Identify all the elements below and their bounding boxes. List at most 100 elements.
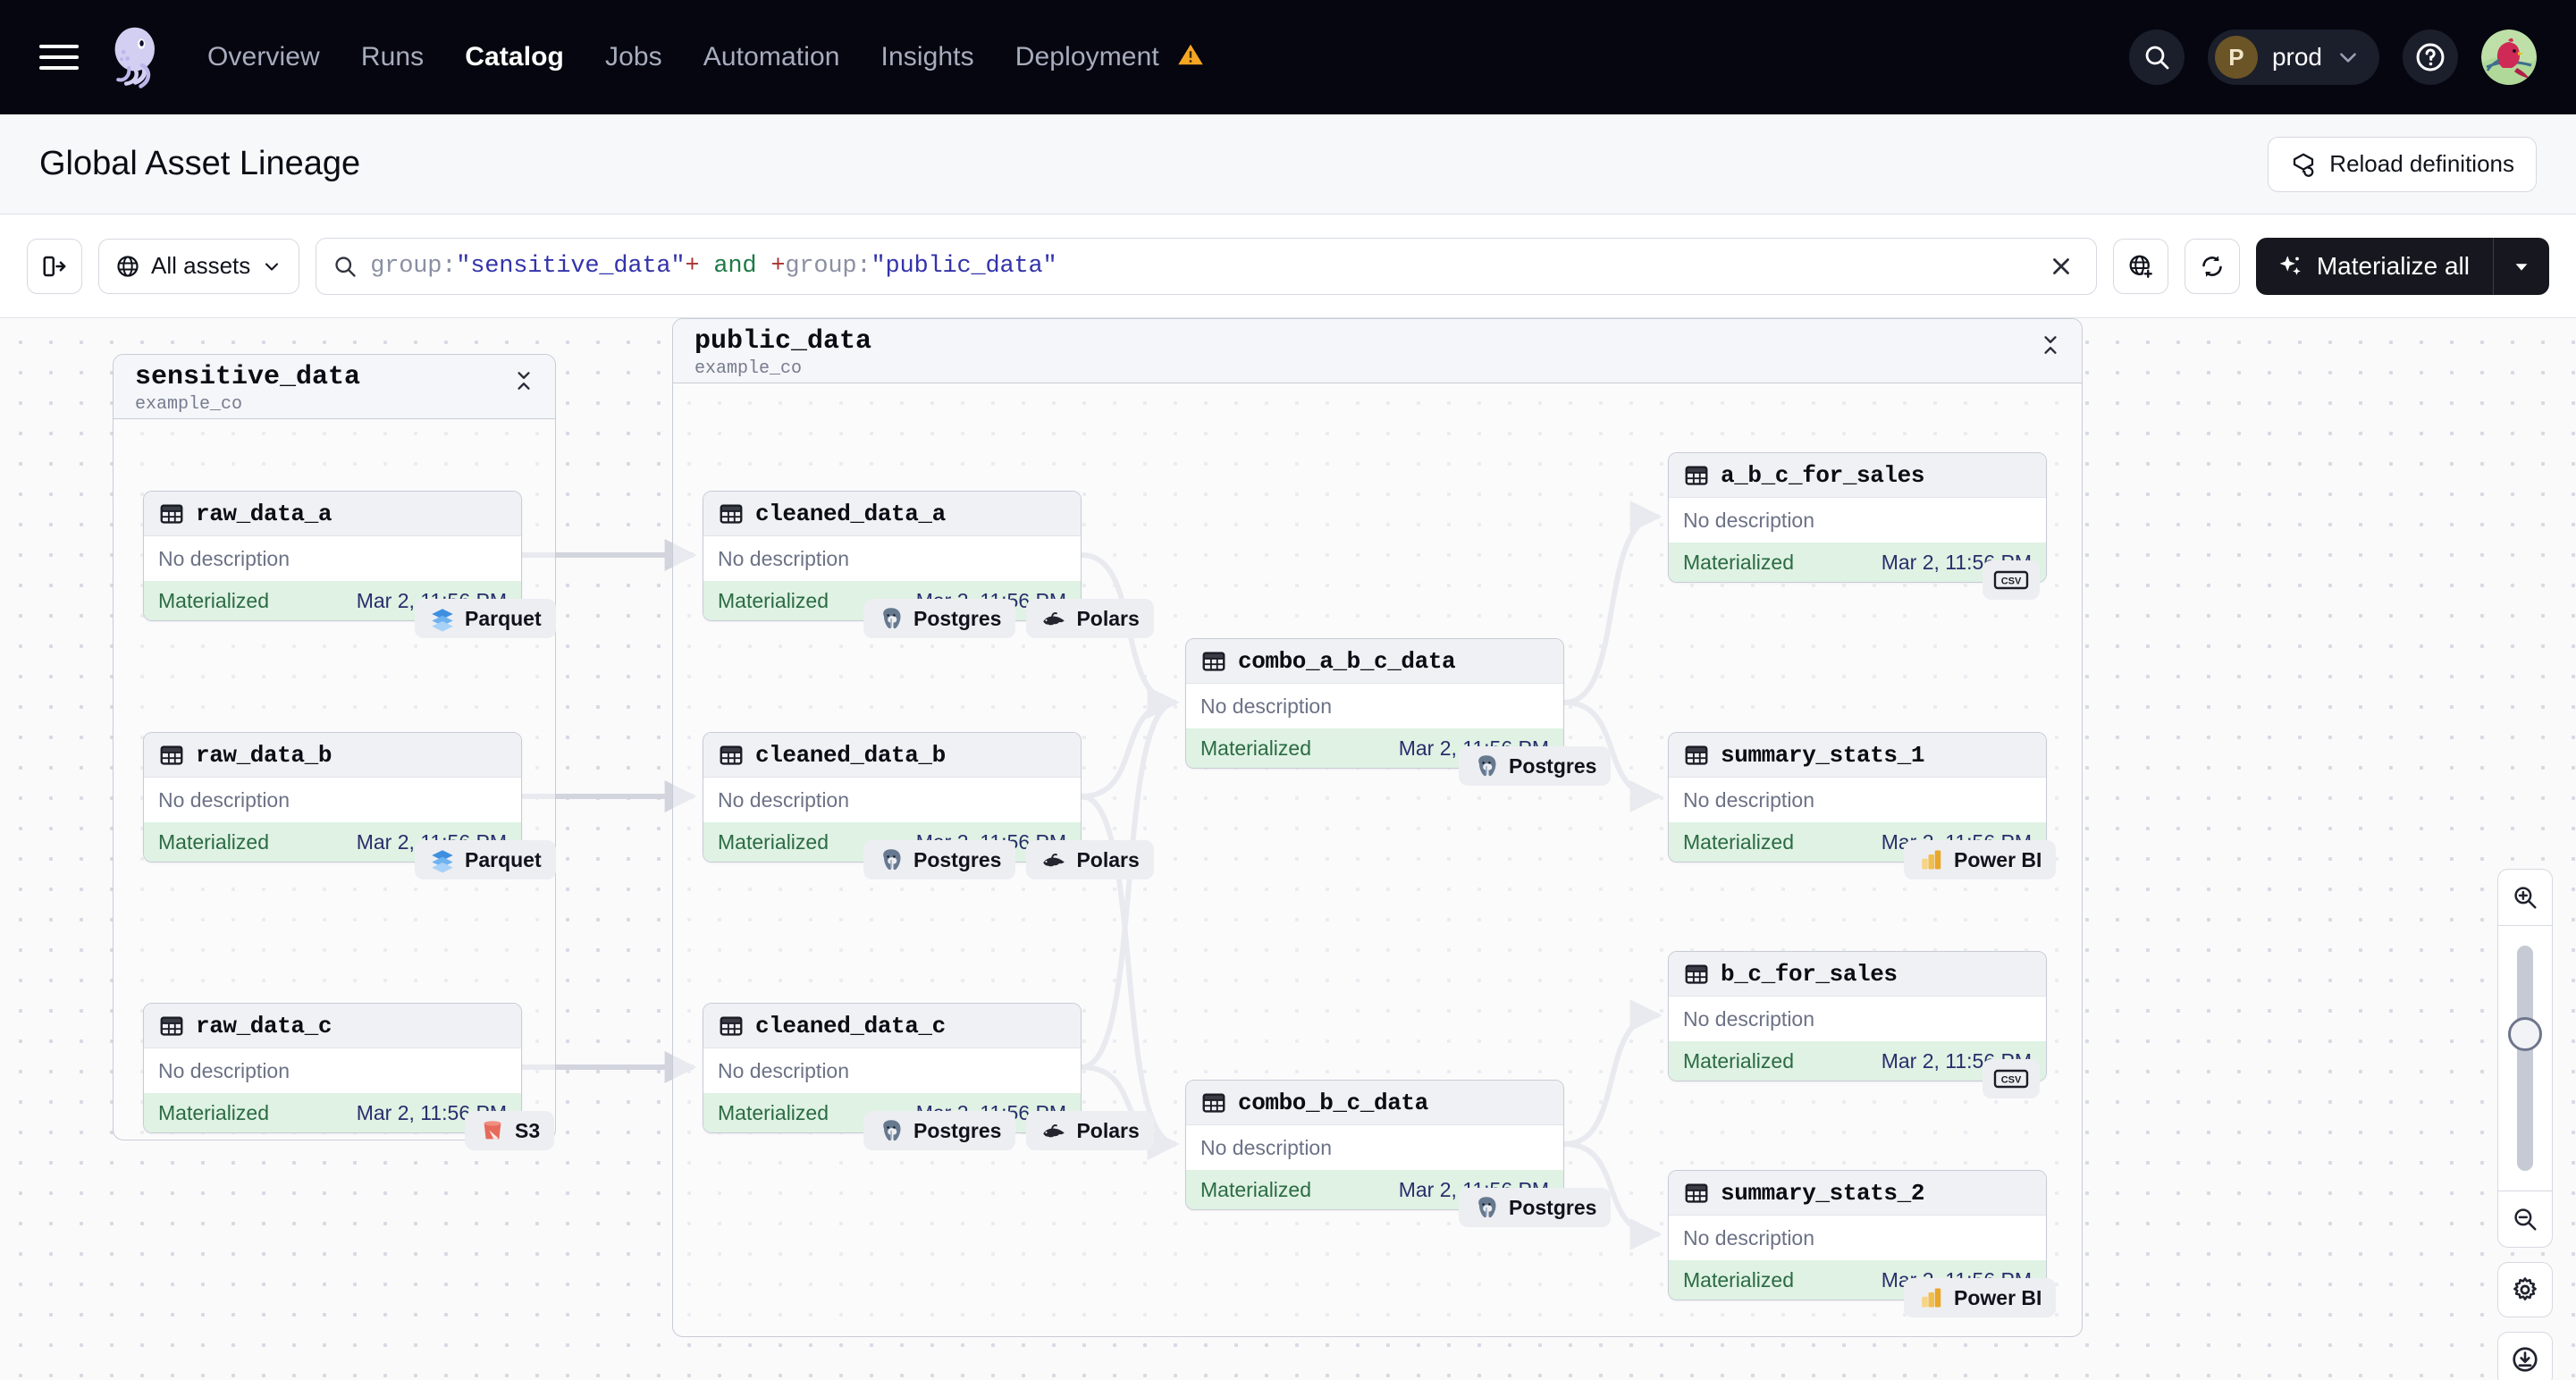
reload-definitions-button[interactable]: Reload definitions bbox=[2268, 136, 2537, 192]
add-global-filter-button[interactable] bbox=[2112, 238, 2168, 294]
asset-tag-power-bi[interactable]: Power BI bbox=[1904, 1278, 2057, 1317]
table-icon bbox=[1685, 1182, 1708, 1203]
chevron-down-icon bbox=[2340, 53, 2356, 63]
asset-tag-label: Parquet bbox=[465, 606, 542, 630]
dagster-octopus-logo[interactable] bbox=[104, 24, 170, 90]
warning-triangle-icon bbox=[1178, 44, 1203, 65]
asset-tag-postgres[interactable]: Postgres bbox=[1459, 1188, 1612, 1227]
asset-node-status-label: Materialized bbox=[158, 829, 269, 854]
asset-node-header: cleaned_data_c bbox=[703, 1004, 1081, 1048]
search-button[interactable] bbox=[2128, 29, 2185, 85]
asset-tag-label: Parquet bbox=[465, 847, 542, 871]
zoom-slider-thumb[interactable] bbox=[2508, 1017, 2542, 1051]
table-icon bbox=[1685, 963, 1708, 984]
collapse-group-button[interactable] bbox=[512, 364, 535, 397]
asset-tag-label: S3 bbox=[515, 1118, 541, 1142]
parquet-icon bbox=[432, 850, 453, 873]
nav-link-runs[interactable]: Runs bbox=[360, 42, 425, 72]
asset-node-tag-row: S3 bbox=[465, 1111, 555, 1150]
asset-node-tag-row: Parquet bbox=[415, 840, 556, 879]
asset-tag-polars[interactable]: Polars bbox=[1026, 840, 1154, 879]
zoom-out-button[interactable] bbox=[2498, 1191, 2552, 1247]
asset-node-status-label: Materialized bbox=[718, 1100, 829, 1124]
asset-node-header: combo_a_b_c_data bbox=[1186, 639, 1563, 684]
asset-node-name: cleaned_data_b bbox=[755, 741, 946, 769]
help-button[interactable] bbox=[2403, 29, 2458, 85]
user-avatar[interactable] bbox=[2481, 29, 2537, 85]
nav-link-deployment[interactable]: Deployment bbox=[1015, 42, 1205, 72]
asset-query-search-input[interactable]: group:"sensitive_data"+ and +group:"publ… bbox=[316, 237, 2097, 295]
deployment-switcher[interactable]: P prod bbox=[2207, 29, 2379, 85]
materialize-all-button[interactable]: Materialize all bbox=[2255, 237, 2549, 295]
csv-icon: CSV bbox=[1993, 570, 2029, 590]
materialize-options-button[interactable] bbox=[2494, 238, 2549, 295]
table-icon bbox=[1685, 745, 1708, 765]
graph-settings-button[interactable] bbox=[2497, 1262, 2553, 1317]
asset-node-name: combo_a_b_c_data bbox=[1238, 647, 1456, 675]
hamburger-menu-icon[interactable] bbox=[39, 38, 79, 77]
expand-left-panel-button[interactable] bbox=[27, 238, 82, 294]
asset-node-tag-row: Power BI bbox=[1904, 840, 2057, 879]
zoom-slider[interactable] bbox=[2498, 926, 2552, 1191]
clear-query-button[interactable] bbox=[2041, 253, 2082, 280]
asset-node-name: cleaned_data_c bbox=[755, 1012, 946, 1039]
nav-link-automation[interactable]: Automation bbox=[703, 42, 840, 72]
zoom-in-button[interactable] bbox=[2498, 870, 2552, 925]
asset-node-status-label: Materialized bbox=[1683, 829, 1794, 854]
caret-down-icon bbox=[2515, 263, 2528, 271]
nav-link-insights[interactable]: Insights bbox=[880, 42, 974, 72]
asset-tag-label: Postgres bbox=[913, 1118, 1002, 1142]
nav-link-overview[interactable]: Overview bbox=[207, 42, 320, 72]
asset-tag-power-bi[interactable]: Power BI bbox=[1904, 840, 2057, 879]
asset-node-header: cleaned_data_a bbox=[703, 492, 1081, 536]
asset-tag-s3[interactable]: S3 bbox=[465, 1111, 555, 1150]
asset-node-status-label: Materialized bbox=[718, 588, 829, 612]
query-token: "sensitive_data" bbox=[456, 252, 686, 280]
asset-tag-parquet[interactable]: Parquet bbox=[415, 599, 556, 638]
postgres-icon bbox=[883, 849, 901, 871]
asset-node-tag-row: Postgres Polars bbox=[863, 840, 1154, 879]
zoom-to-fit-button[interactable] bbox=[2497, 1332, 2553, 1380]
collapse-group-button[interactable] bbox=[2039, 328, 2062, 361]
refresh-button[interactable] bbox=[2184, 238, 2240, 294]
nav-link-jobs[interactable]: Jobs bbox=[604, 42, 662, 72]
asset-tag-postgres[interactable]: Postgres bbox=[863, 1111, 1016, 1150]
asset-node-description: No description bbox=[703, 536, 1081, 581]
asset-tag-postgres[interactable]: Postgres bbox=[863, 840, 1016, 879]
deployment-name: prod bbox=[2271, 43, 2322, 71]
nav-link-catalog[interactable]: Catalog bbox=[465, 42, 564, 72]
asset-tag-postgres[interactable]: Postgres bbox=[863, 599, 1016, 638]
asset-tag-polars[interactable]: Polars bbox=[1026, 599, 1154, 638]
reload-box-icon bbox=[2294, 153, 2314, 177]
csv-icon: CSV bbox=[1993, 1069, 2029, 1089]
asset-node-status-label: Materialized bbox=[1683, 1048, 1794, 1073]
asset-tag-polars[interactable]: Polars bbox=[1026, 1111, 1154, 1150]
asset-tag-csv[interactable]: CSV bbox=[1983, 560, 2040, 600]
table-icon bbox=[160, 1015, 183, 1036]
table-icon bbox=[720, 1015, 743, 1036]
asset-tag-parquet[interactable]: Parquet bbox=[415, 840, 556, 879]
asset-node-tag-row: Postgres bbox=[1459, 1188, 1612, 1227]
postgres-icon bbox=[883, 608, 901, 629]
asset-tag-postgres[interactable]: Postgres bbox=[1459, 746, 1612, 786]
asset-node-description: No description bbox=[703, 1048, 1081, 1093]
asset-tag-label: Postgres bbox=[913, 606, 1002, 630]
asset-node-name: cleaned_data_a bbox=[755, 500, 946, 527]
asset-node-header: summary_stats_1 bbox=[1669, 733, 2046, 778]
asset-scope-filter[interactable]: All assets bbox=[98, 238, 300, 294]
query-token: "public_data" bbox=[871, 252, 1057, 280]
materialize-all-main[interactable]: Materialize all bbox=[2256, 238, 2493, 295]
zoom-in-icon bbox=[2514, 887, 2537, 909]
asset-tag-csv[interactable]: CSV bbox=[1983, 1059, 2040, 1098]
